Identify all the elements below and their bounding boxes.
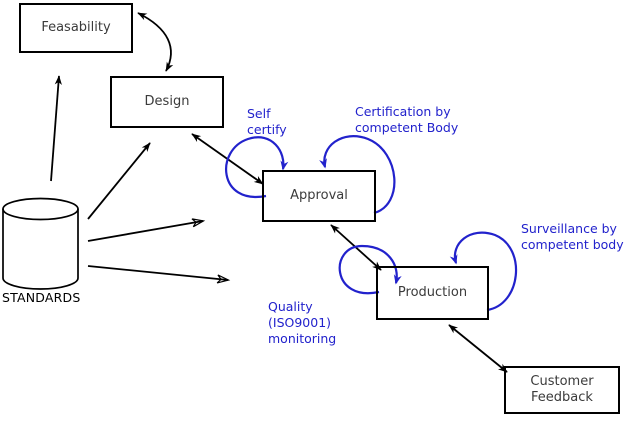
annotation-quality-iso9001-monitoring: Quality (ISO9001) monitoring [268, 299, 337, 346]
node-customer-feedback[interactable]: Customer Feedback [504, 366, 620, 414]
annotation-self-certify: Self certify [247, 106, 287, 137]
datastore-standards-label: STANDARDS [2, 290, 81, 305]
connector-feasability-design [137, 12, 174, 72]
annotation-certification-by-competent-body: Certification by competent Body [355, 104, 459, 135]
loop-certification-competent-body [319, 135, 396, 215]
connector-standards-approval [87, 221, 203, 242]
node-production[interactable]: Production [376, 266, 489, 320]
loop-self-certify [225, 136, 289, 199]
node-customer-feedback-label: Customer Feedback [530, 374, 594, 405]
annotation-surveillance-by-competent-body: Surveillance by competent body [521, 221, 624, 252]
connector-standards-feasability [50, 75, 62, 182]
node-feasability-label: Feasability [41, 20, 111, 35]
node-production-label: Production [397, 285, 468, 300]
loop-surveillance [449, 231, 518, 312]
connector-standards-production [87, 265, 228, 280]
node-approval-label: Approval [290, 188, 348, 203]
node-feasability[interactable]: Feasability [19, 3, 133, 53]
loop-quality-monitoring [338, 244, 402, 295]
node-design-label: Design [144, 94, 190, 109]
node-approval[interactable]: Approval [262, 170, 376, 222]
node-design[interactable]: Design [110, 76, 224, 128]
connector-standards-design [87, 142, 151, 220]
datastore-standards-shape [2, 197, 79, 290]
connector-production-customer-feedback [448, 324, 508, 373]
